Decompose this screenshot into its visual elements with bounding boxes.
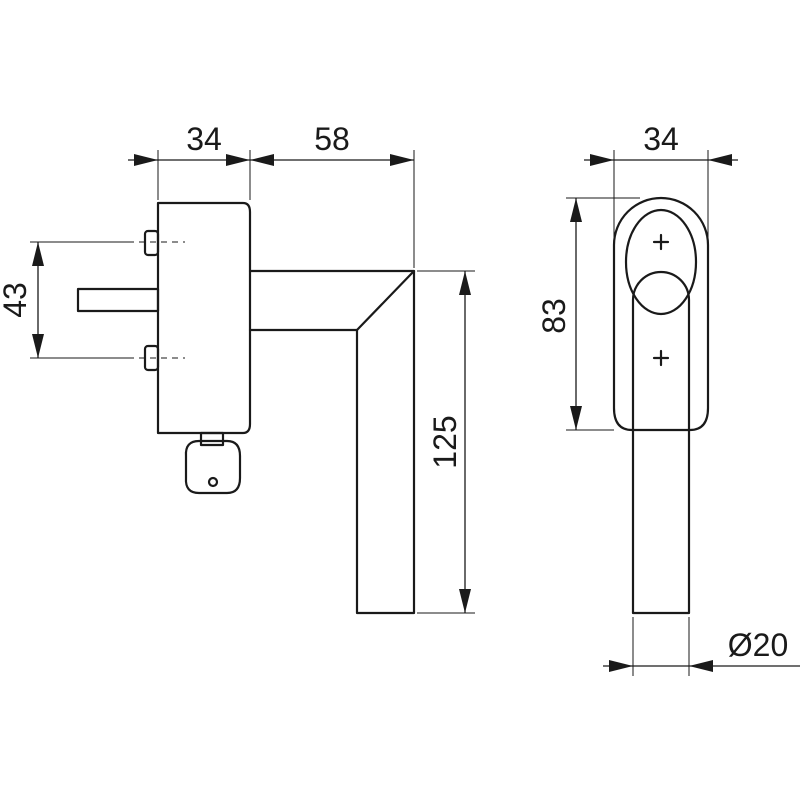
screw-cross-icon bbox=[652, 233, 670, 251]
dim-arrow bbox=[134, 154, 158, 166]
side-lever-outline bbox=[248, 269, 416, 615]
side-view: 34 58 43 125 bbox=[0, 121, 475, 615]
dim-arrow bbox=[459, 589, 471, 613]
dim-arrow bbox=[250, 154, 274, 166]
key-icon bbox=[184, 431, 242, 495]
side-rose-body bbox=[156, 201, 252, 435]
dim-label-lever-length: 125 bbox=[427, 415, 463, 468]
dim-label-rose-height: 83 bbox=[536, 298, 572, 334]
dim-label-lever-diameter: Ø20 bbox=[728, 627, 788, 663]
dim-arrow bbox=[390, 154, 414, 166]
key-bow bbox=[184, 439, 242, 495]
screw-cross-icon bbox=[652, 349, 670, 367]
front-view: 34 83 Ø20 bbox=[536, 121, 800, 676]
dim-arrow bbox=[570, 198, 582, 222]
front-lever bbox=[631, 270, 691, 615]
front-rose bbox=[612, 196, 710, 432]
dim-label-screw-spacing: 43 bbox=[0, 282, 33, 318]
side-lever-bend-edge bbox=[355, 269, 416, 332]
dim-label-side-depth: 34 bbox=[186, 121, 222, 157]
dim-arrow bbox=[226, 154, 250, 166]
spindle bbox=[76, 287, 160, 313]
dim-arrow bbox=[32, 334, 44, 358]
dim-label-side-reach: 58 bbox=[314, 121, 350, 157]
key-shaft bbox=[199, 431, 225, 447]
dim-arrow bbox=[708, 154, 732, 166]
dim-label-rose-width: 34 bbox=[643, 121, 679, 157]
front-rose-inner-oval bbox=[624, 208, 698, 316]
dim-arrow bbox=[459, 271, 471, 295]
dim-arrow bbox=[609, 660, 633, 672]
dim-arrow bbox=[590, 154, 614, 166]
dim-arrow bbox=[570, 406, 582, 430]
key-hole bbox=[207, 476, 219, 488]
dim-arrow bbox=[689, 660, 713, 672]
screw-head-top bbox=[143, 229, 160, 257]
dim-arrow bbox=[32, 242, 44, 266]
